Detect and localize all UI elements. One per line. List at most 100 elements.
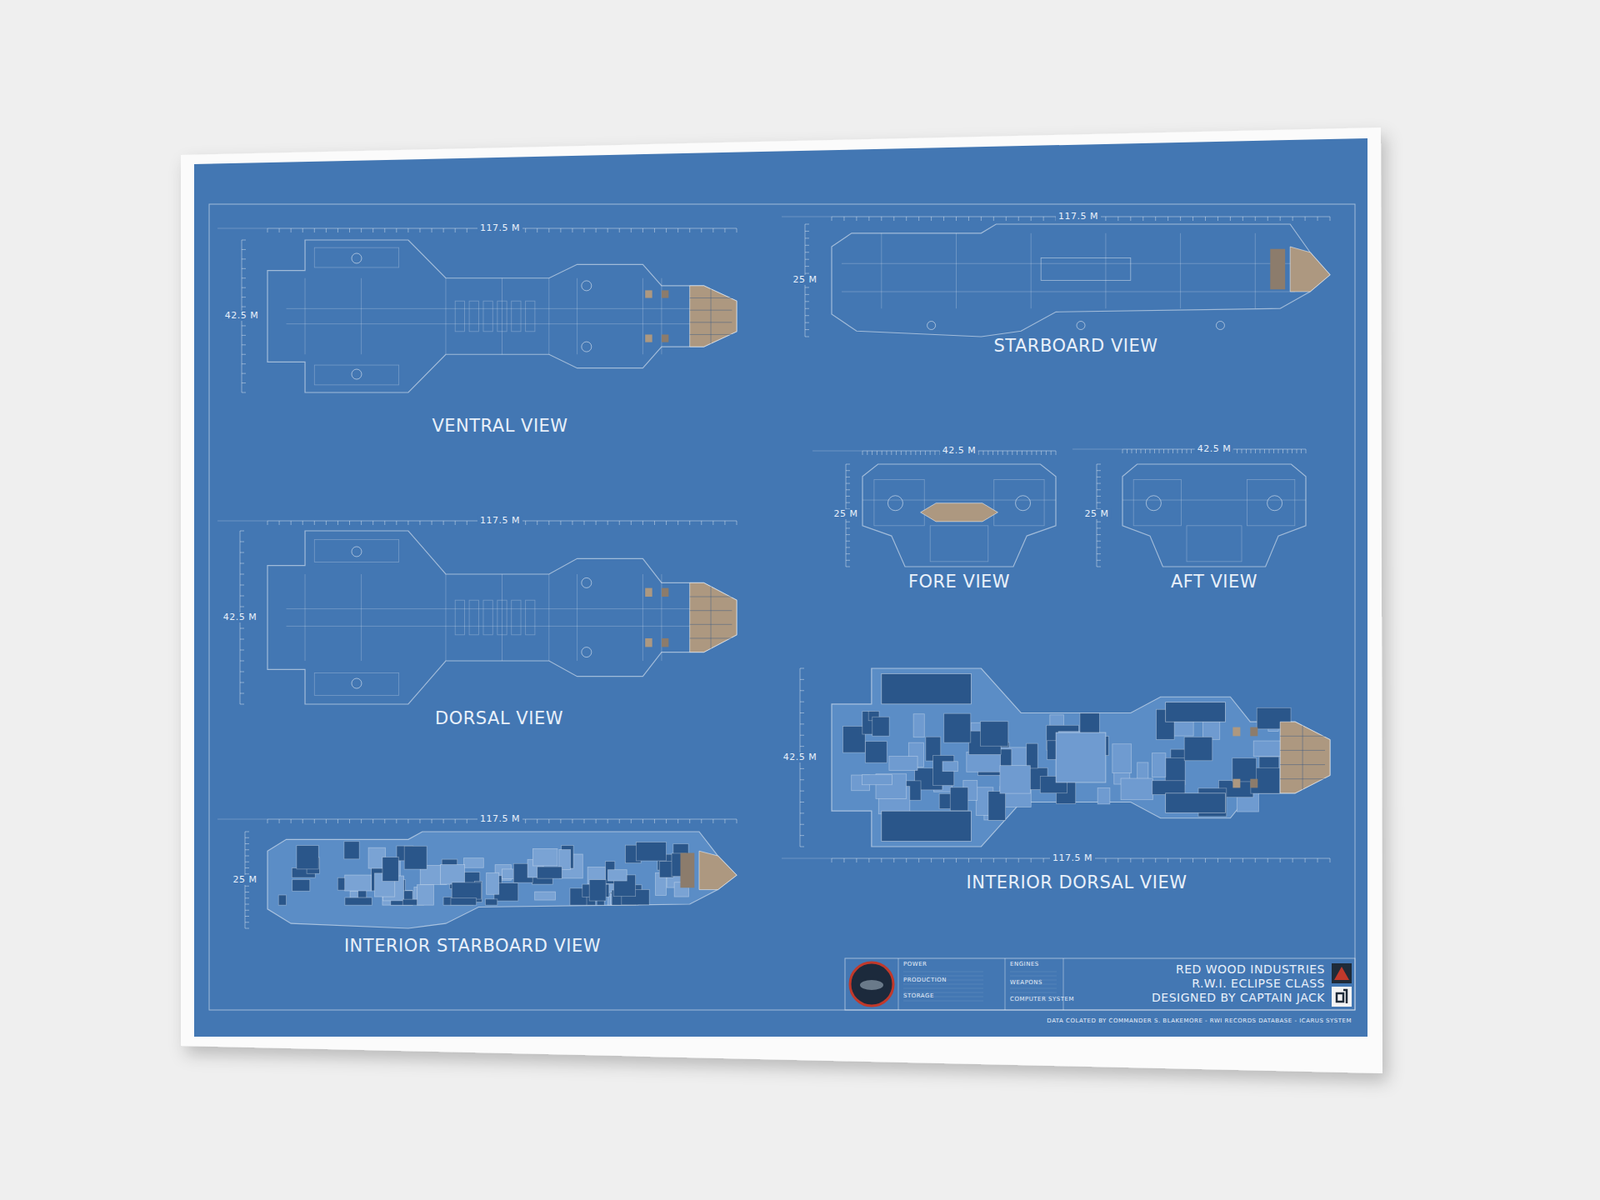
ruler-tick	[325, 819, 327, 824]
thruster-symbol	[1015, 495, 1031, 511]
ruler-tick	[1186, 449, 1188, 454]
vent-grille	[483, 600, 493, 635]
panel-line	[305, 574, 306, 661]
ruler-tick	[805, 336, 810, 338]
ruler-tick	[1055, 450, 1057, 455]
ruler-tick	[1280, 216, 1281, 221]
ruler-tick	[1177, 449, 1179, 454]
ruler-tick	[1096, 521, 1101, 523]
ruler-tick	[1131, 449, 1133, 454]
dimension-label: 117.5 M	[477, 515, 523, 526]
ruler-tick	[1002, 450, 1004, 455]
ruler-tick	[868, 858, 870, 863]
ruler-tick	[455, 228, 456, 233]
ruler-tick	[1043, 858, 1045, 863]
ruler-tick	[881, 450, 883, 455]
ruler-tick	[607, 819, 609, 824]
panel-line	[862, 500, 1056, 501]
ruler-tick	[290, 520, 292, 525]
ruler-tick	[805, 286, 810, 288]
panel-line	[841, 291, 1295, 293]
ruler-tick	[1292, 216, 1294, 221]
paper-sheet	[180, 127, 1383, 1074]
ruler-tick	[736, 819, 738, 824]
ruler-tick	[968, 216, 970, 221]
ruler-tick	[395, 520, 397, 525]
ruler-tick	[987, 450, 989, 455]
turret-symbol	[581, 280, 592, 291]
ruler-tick	[800, 690, 805, 691]
panel-line	[501, 278, 503, 355]
ruler-tick	[360, 819, 362, 824]
ruler-tick	[571, 819, 573, 824]
ruler-tick	[890, 450, 892, 455]
ruler-tick	[1018, 858, 1020, 863]
ruler-tick	[1040, 450, 1042, 455]
ruler-extension	[812, 450, 863, 452]
ruler-extension	[217, 520, 268, 522]
ruler-tick	[245, 867, 250, 869]
ruler-tick	[1264, 449, 1265, 454]
room-block	[485, 899, 497, 905]
ruler-tick	[290, 819, 292, 824]
ruler-tick	[800, 801, 805, 803]
ruler-tick	[677, 819, 679, 824]
accent-tile	[661, 638, 669, 647]
ruler-tick	[1260, 449, 1261, 454]
ruler-tick	[1172, 449, 1174, 454]
ruler-tick	[918, 858, 920, 863]
hull-outline	[831, 668, 1330, 847]
ruler-tick	[910, 450, 912, 455]
view-title: STARBOARD VIEW	[993, 336, 1158, 356]
room-block	[535, 891, 556, 900]
wing-panel	[314, 247, 399, 268]
ruler-tick	[337, 520, 339, 525]
ruler-tick	[372, 228, 374, 233]
ruler-tick	[1242, 216, 1244, 221]
ruler-tick	[240, 552, 245, 554]
ruler-tick	[1245, 449, 1247, 454]
ruler-tick	[900, 450, 902, 455]
vent-grille	[483, 300, 493, 332]
cargo-hold	[1055, 732, 1106, 783]
view-title: AFT VIEW	[1170, 572, 1258, 592]
panel-line	[445, 278, 446, 355]
panel-line	[1180, 233, 1181, 309]
ruler-tick	[1217, 216, 1219, 221]
ruler-tick	[466, 228, 468, 233]
ruler-tick	[800, 723, 805, 725]
ruler-tick	[689, 520, 690, 525]
vent-grille	[469, 300, 479, 332]
dimension-label: 25 M	[831, 509, 861, 520]
accent-tile	[1250, 779, 1258, 789]
turret-symbol	[351, 546, 362, 557]
landing-gear	[1076, 321, 1085, 330]
room-block	[382, 857, 399, 882]
ruler-tick	[290, 228, 292, 233]
panel-line	[1030, 233, 1032, 309]
panel-line	[286, 308, 690, 310]
ruler-tick	[595, 819, 597, 824]
room-block	[944, 713, 971, 743]
ruler-tick	[595, 520, 597, 525]
ruler-tick	[241, 249, 246, 250]
ruler-tick	[466, 819, 468, 824]
dimension-ruler	[812, 450, 1056, 455]
ruler-tick	[1096, 502, 1101, 504]
hull-outline	[267, 831, 737, 929]
panel-line	[286, 608, 690, 610]
ruler-tick	[845, 483, 850, 485]
panel-line	[360, 574, 362, 661]
ruler-tick	[584, 228, 585, 233]
ruler-tick	[800, 779, 805, 780]
panel-line	[286, 625, 690, 627]
ruler-tick	[1096, 566, 1101, 568]
ruler-tick	[993, 858, 995, 863]
ruler-tick	[407, 228, 409, 233]
spec-line	[1010, 988, 1057, 990]
ruler-tick	[1005, 858, 1007, 863]
title-block-divider	[898, 958, 900, 1010]
ruler-tick	[240, 639, 245, 640]
ruler-tick	[665, 520, 667, 525]
